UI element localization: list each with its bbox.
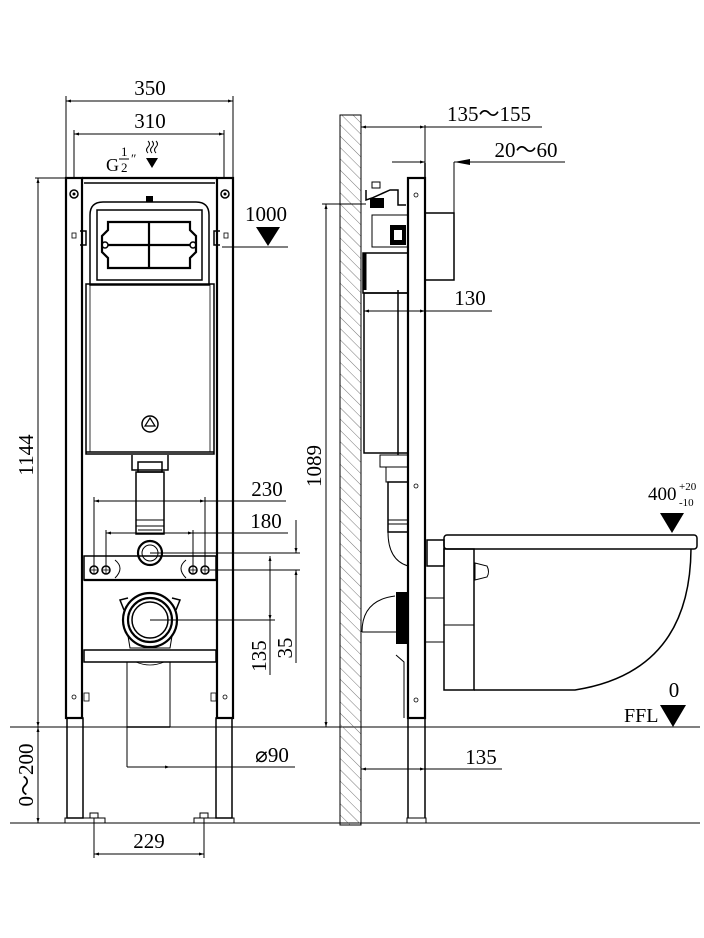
dim-bolt-offset: 35: [273, 638, 297, 659]
wc-bolt-holes: [89, 565, 210, 575]
seat-height-label: 400 +20 -10: [648, 481, 697, 509]
level-marker-icon: [256, 227, 280, 246]
frame-upright-left: [64, 176, 84, 720]
foot-plate-right: [193, 817, 235, 824]
svg-text:″: ″: [131, 151, 136, 166]
dim-side-frame-height: 1089: [302, 445, 326, 487]
dim-leg-adjust: 0～200: [14, 744, 38, 807]
floor-level-label: FFL: [624, 705, 658, 727]
svg-text:400: 400: [648, 484, 677, 505]
floor-level-value: 0: [669, 678, 680, 702]
flush-pipe: [135, 471, 165, 535]
flush-plate-mount: [100, 220, 198, 270]
svg-text:1: 1: [121, 144, 128, 159]
dim-cistern-depth: 130: [454, 286, 486, 310]
dim-leg-depth: 135: [465, 745, 497, 769]
front-view: 350 310 G 1 2 ″ 1000 1144: [14, 76, 300, 858]
dim-width-outer: 350: [134, 76, 166, 100]
water-inlet-label: G 1 2 ″: [106, 144, 136, 175]
water-supply-icon: [146, 140, 158, 168]
flush-plate: [424, 212, 455, 281]
recycle-icon: [141, 415, 159, 433]
leg-right: [215, 717, 233, 819]
level-marker-icon: [660, 513, 684, 533]
mounting-screw-icon: [220, 189, 230, 199]
cistern-tank: [85, 283, 215, 455]
dim-drain-diameter: ⌀90: [255, 743, 289, 767]
dim-width-inner: 310: [134, 109, 166, 133]
svg-text:-10: -10: [679, 497, 694, 509]
dim-bolt-spacing-inner: 180: [250, 509, 282, 533]
svg-text:+20: +20: [679, 481, 697, 493]
wall-hung-toilet: [425, 534, 698, 691]
dim-depth-range: 135～155: [447, 102, 531, 126]
dim-frame-height: 1144: [14, 434, 38, 476]
mounting-screw-icon: [69, 189, 79, 199]
dim-drain-height: 135: [247, 640, 271, 672]
cistern-side: [362, 252, 409, 294]
wall-section: [339, 114, 362, 826]
dim-plate-projection: 20～60: [495, 138, 558, 162]
flush-actuator-housing: [89, 201, 210, 286]
leg-left: [66, 717, 84, 819]
side-frame-upright: [406, 176, 427, 720]
dim-bolt-spacing-outer: 230: [251, 477, 283, 501]
dim-foot-spacing: 229: [133, 829, 165, 853]
side-view: 135～155 20～60 130 1089 135 400 +20 -10 0…: [302, 102, 698, 826]
svg-text:G: G: [106, 155, 119, 175]
svg-text:2: 2: [121, 160, 128, 175]
foot-plate-left: [64, 817, 106, 824]
dim-flush-plate-height: 1000: [245, 202, 287, 226]
frame-upright-right: [215, 176, 235, 720]
level-marker-icon: [660, 705, 686, 727]
